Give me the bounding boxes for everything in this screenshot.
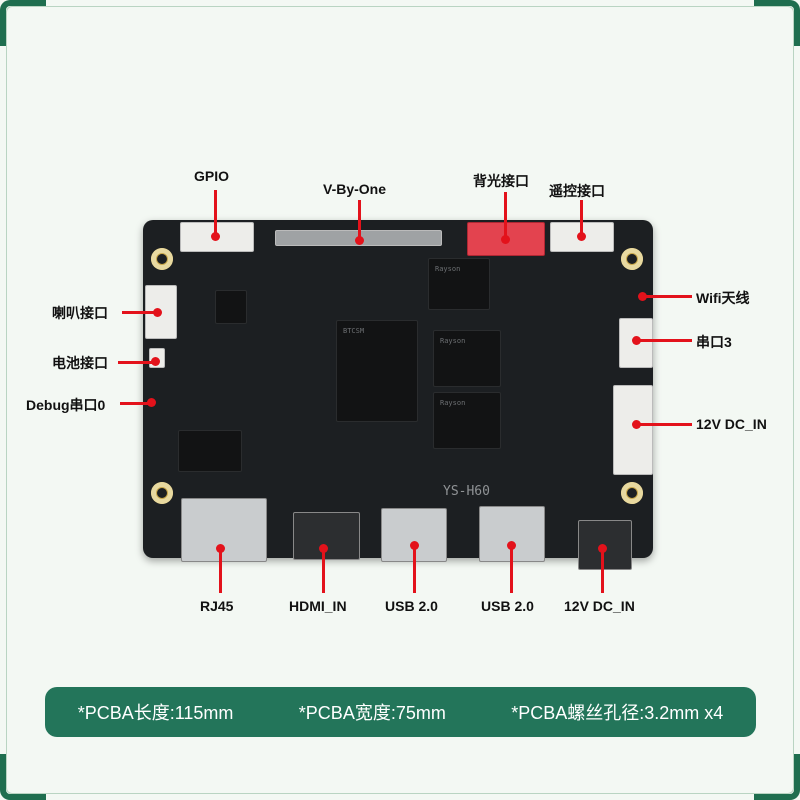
callout-line: [413, 545, 416, 593]
callout-dot: [355, 236, 364, 245]
memory-chip: Rayson: [433, 392, 501, 449]
callout-dot: [153, 308, 162, 317]
lan-transformer: [178, 430, 242, 472]
hdmi-port: [293, 512, 360, 560]
callout-dot: [410, 541, 419, 550]
spec-width: *PCBA宽度:75mm: [298, 703, 446, 723]
frame-border: [6, 6, 794, 794]
label-hdmi: HDMI_IN: [289, 598, 347, 614]
pcb-board: BTCSM Rayson Rayson Rayson YS-H60: [143, 220, 653, 570]
memory-chip: Rayson: [433, 330, 501, 387]
callout-line: [504, 192, 507, 240]
callout-dot: [216, 544, 225, 553]
emmc-chip: Rayson: [428, 258, 490, 310]
callout-line: [122, 311, 157, 314]
label-battery: 电池接口: [52, 355, 108, 371]
label-dcin-right: 12V DC_IN: [696, 416, 767, 432]
soc-chip: BTCSM: [336, 320, 418, 422]
label-usb1: USB 2.0: [385, 598, 438, 614]
mount-hole: [621, 482, 643, 504]
callout-line: [580, 200, 583, 238]
callout-dot: [501, 235, 510, 244]
label-debug: Debug串口0: [26, 397, 106, 413]
label-remote: 遥控接口: [549, 183, 605, 199]
spec-screw-hole: *PCBA螺丝孔径:3.2mm x4: [511, 703, 724, 723]
callout-dot: [632, 420, 641, 429]
mount-hole: [621, 248, 643, 270]
label-usb2: USB 2.0: [481, 598, 534, 614]
callout-line: [322, 548, 325, 593]
rj45-port: [181, 498, 267, 562]
corner-decoration: [0, 754, 46, 800]
callout-dot: [638, 292, 647, 301]
corner-decoration: [754, 0, 800, 46]
callout-dot: [598, 544, 607, 553]
callout-line: [510, 545, 513, 593]
callout-line: [358, 200, 361, 240]
mount-hole: [151, 482, 173, 504]
corner-decoration: [754, 754, 800, 800]
spec-length: *PCBA长度:115mm: [77, 703, 234, 723]
spec-bar: *PCBA长度:115mm *PCBA宽度:75mm *PCBA螺丝孔径:3.2…: [45, 687, 756, 737]
label-dcin-bottom: 12V DC_IN: [564, 598, 635, 614]
label-speaker: 喇叭接口: [52, 305, 108, 321]
label-wifi: Wifi天线: [696, 290, 750, 306]
callout-line: [120, 402, 150, 405]
callout-dot: [577, 232, 586, 241]
mount-hole: [151, 248, 173, 270]
callout-line: [214, 190, 217, 236]
label-uart3: 串口3: [696, 334, 732, 350]
uart3-connector: [619, 318, 653, 368]
callout-line: [219, 548, 222, 593]
callout-dot: [319, 544, 328, 553]
callout-dot: [211, 232, 220, 241]
dcin-connector-right: [613, 385, 653, 475]
callout-line: [642, 295, 692, 298]
callout-dot: [507, 541, 516, 550]
label-gpio: GPIO: [194, 168, 230, 184]
label-vbyone: V-By-One: [323, 181, 387, 197]
callout-dot: [151, 357, 160, 366]
callout-line: [118, 361, 154, 364]
callout-line: [636, 423, 692, 426]
callout-line: [601, 548, 604, 593]
corner-decoration: [0, 0, 46, 46]
label-rj45: RJ45: [200, 598, 234, 614]
callout-dot: [632, 336, 641, 345]
board-silkscreen: YS-H60: [443, 484, 490, 499]
callout-line: [636, 339, 692, 342]
callout-dot: [147, 398, 156, 407]
label-backlight: 背光接口: [473, 173, 529, 189]
ic-chip: [215, 290, 247, 324]
